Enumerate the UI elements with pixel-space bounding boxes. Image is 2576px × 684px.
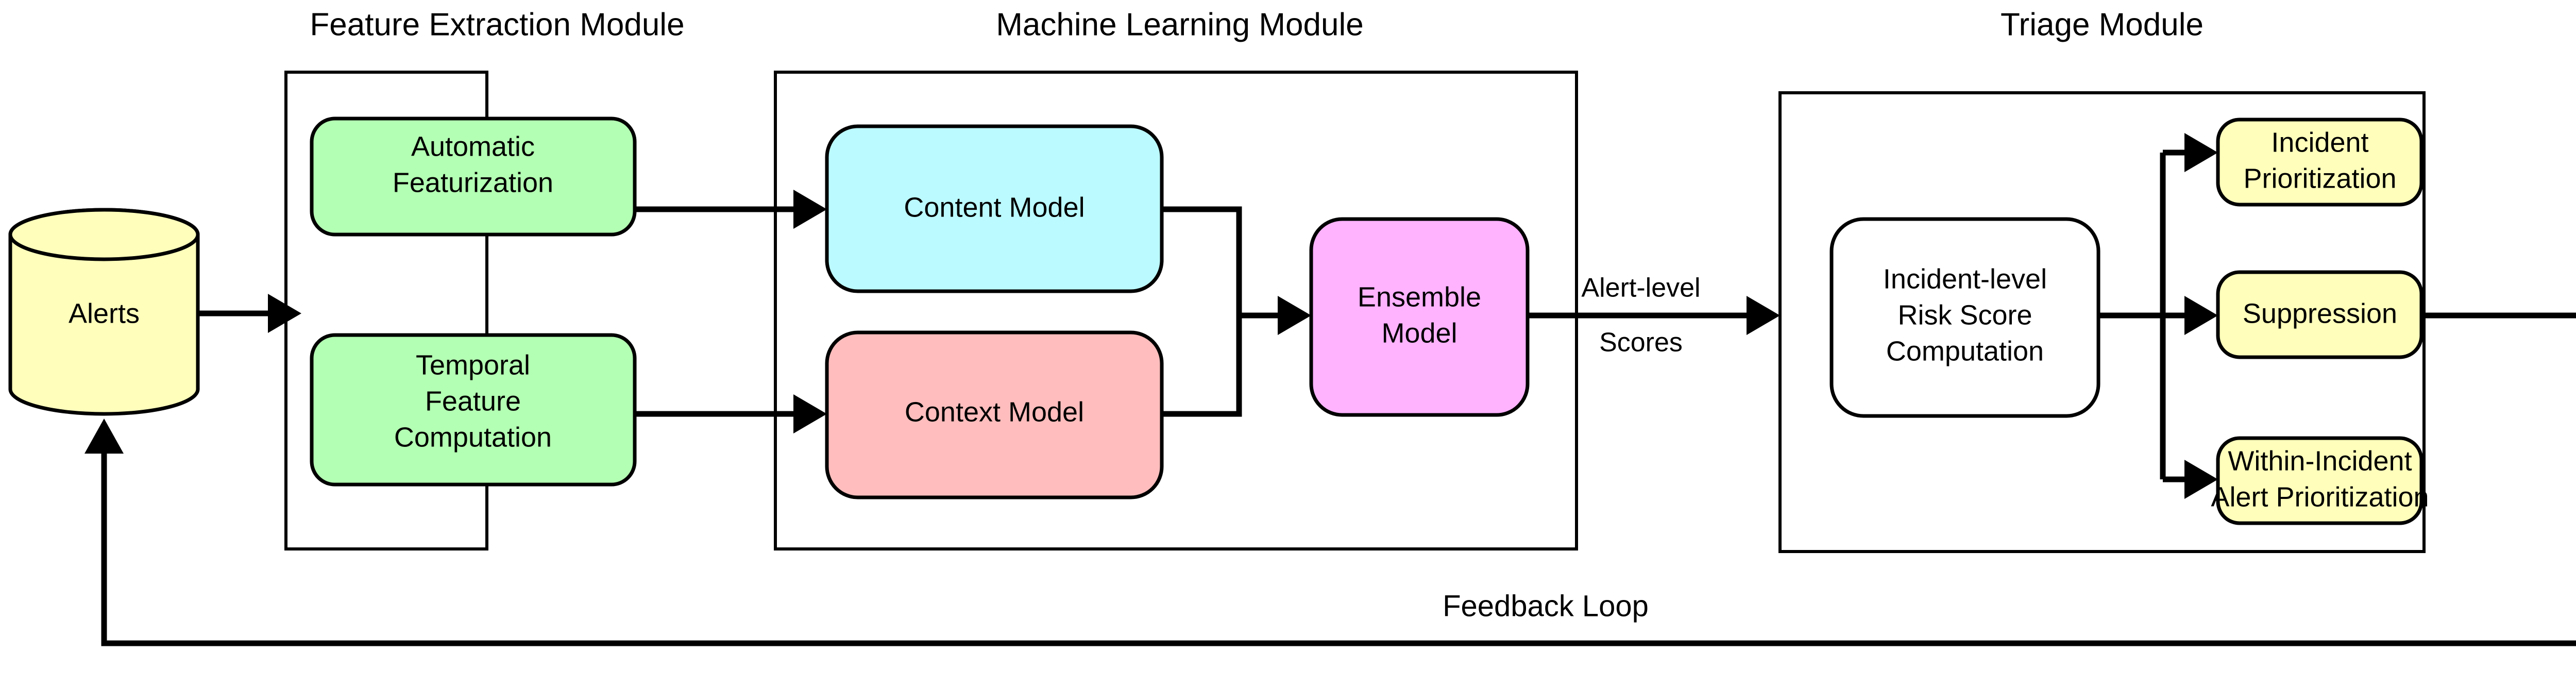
node-incident-prioritization[interactable]: Incident Prioritization (2216, 118, 2424, 207)
node-label-within-incident-line2: Alert Prioritization (2211, 481, 2429, 512)
suppression-shape (2216, 270, 2424, 359)
module-frame-triage (1778, 91, 2426, 553)
node-label-automatic-featurization-line1: Automatic (411, 131, 535, 162)
temporal-feature-computation-shape (310, 333, 637, 487)
alerts-cylinder-top (8, 208, 200, 261)
incident-prioritization-shape (2216, 118, 2424, 207)
edge-models-to-ensemble (1162, 206, 1311, 417)
node-label-risk-score-line3: Computation (1886, 336, 2044, 366)
node-suppression[interactable]: Suppression (2216, 270, 2424, 359)
node-content-model[interactable]: Content Model (825, 124, 1164, 293)
edge-label-alert-level-scores: Alert-level Scores (1581, 273, 1700, 358)
edge-risk-score-to-triage-outputs (2098, 133, 2218, 499)
edge-temporal-to-context-model (635, 394, 827, 433)
node-label-temporal-feature-line1: Temporal (416, 349, 530, 380)
edge-feedback-loop (84, 419, 2576, 646)
node-label-within-incident-line1: Within-Incident (2228, 445, 2412, 476)
automatic-featurization-shape (310, 116, 637, 237)
edge-label-alert-level-scores-line1: Alert-level (1581, 273, 1700, 303)
edge-label-feedback-loop: Feedback Loop (1443, 589, 1649, 623)
node-label-risk-score-line2: Risk Score (1897, 299, 2032, 330)
node-incident-risk-score[interactable]: Incident-level Risk Score Computation (1829, 217, 2100, 418)
node-ensemble-model[interactable]: Ensemble Model (1309, 217, 1530, 417)
node-label-ensemble-line2: Model (1381, 318, 1457, 348)
edge-label-alert-level-scores-line2: Scores (1599, 328, 1683, 358)
node-label-suppression: Suppression (2243, 298, 2397, 329)
edge-ensemble-to-risk-score (1528, 296, 1780, 335)
edge-featurization-to-content-model (635, 190, 827, 229)
node-temporal-feature-computation[interactable]: Temporal Feature Computation (310, 333, 637, 487)
module-title-feature-extraction: Feature Extraction Module (310, 7, 684, 42)
edge-triage-to-analyst (2424, 312, 2576, 319)
node-label-ensemble-line1: Ensemble (1358, 281, 1481, 312)
ensemble-model-shape (1309, 217, 1530, 417)
node-label-context-model: Context Model (905, 396, 1084, 427)
node-label-risk-score-line1: Incident-level (1883, 263, 2047, 294)
node-automatic-featurization[interactable]: Automatic Featurization (310, 116, 637, 237)
module-title-machine-learning: Machine Learning Module (996, 7, 1363, 42)
node-label-content-model: Content Model (904, 192, 1084, 223)
node-context-model[interactable]: Context Model (825, 330, 1164, 499)
node-label-incident-prioritization-line2: Prioritization (2243, 163, 2396, 194)
node-within-incident-alert-prioritization[interactable]: Within-Incident Alert Prioritization (2211, 436, 2429, 525)
node-label-temporal-feature-line3: Computation (394, 422, 552, 453)
node-label-incident-prioritization-line1: Incident (2271, 127, 2368, 158)
node-alerts[interactable]: Alerts (8, 208, 200, 416)
node-label-automatic-featurization-line2: Featurization (393, 167, 553, 198)
module-frame-machine-learning (774, 71, 1578, 550)
node-label-temporal-feature-line2: Feature (425, 386, 521, 416)
within-incident-alert-prioritization-shape (2216, 436, 2424, 525)
module-title-triage: Triage Module (2001, 7, 2204, 42)
node-label-alerts: Alerts (69, 298, 140, 329)
edge-alerts-to-feature-extraction (199, 294, 301, 333)
